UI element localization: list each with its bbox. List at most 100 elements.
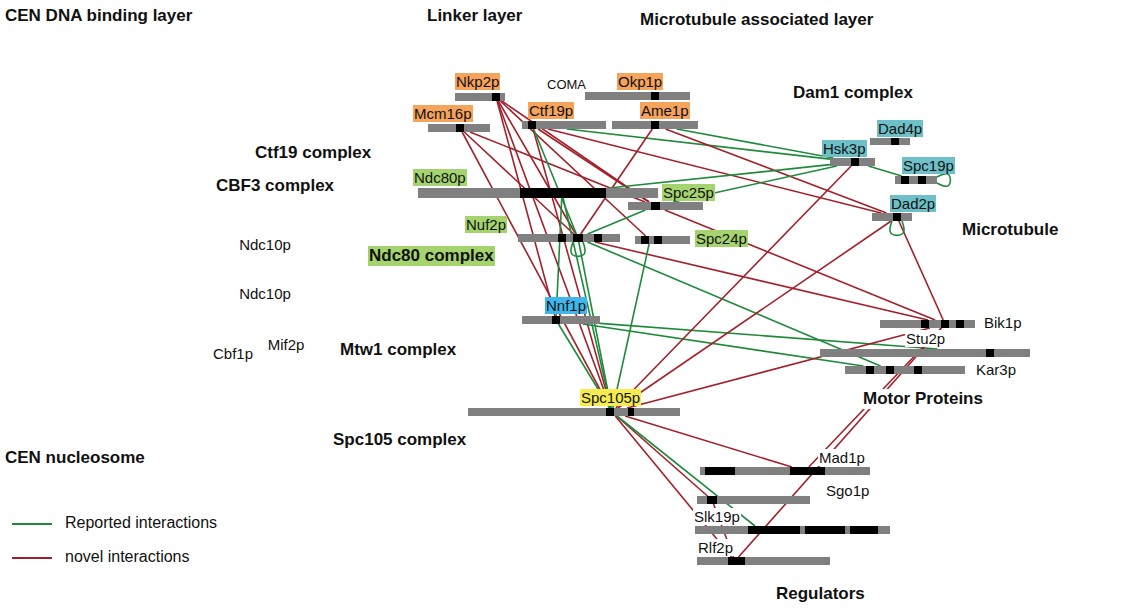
complex-name: Cbf1p (213, 345, 253, 362)
protein-name: Ame1p (640, 102, 690, 119)
layer-heading: Linker layer (427, 6, 522, 26)
tubulin-ball (797, 285, 823, 311)
tubulin-ball (747, 381, 773, 407)
binding-mark (492, 93, 500, 101)
tubulin-ball (797, 357, 823, 383)
protein-name: Sgo1p (825, 482, 870, 499)
tubulin-ball (822, 297, 848, 323)
tubulin-ball (972, 273, 998, 299)
tubulin-ball (747, 309, 773, 335)
tubulin-ball (1022, 273, 1048, 299)
tubulin-ball (847, 213, 873, 239)
tubulin-ball (1022, 249, 1048, 275)
protein-name: Bik1p (983, 314, 1023, 331)
interaction-line (868, 166, 901, 176)
binding-mark (705, 467, 735, 475)
shape-outline (345, 138, 800, 293)
tubulin-ball (747, 357, 773, 383)
binding-mark (552, 316, 560, 324)
protein-bar: Mad1p (700, 467, 870, 475)
interaction-line (464, 132, 573, 234)
interaction-line (615, 416, 731, 557)
tubulin-ball (1097, 309, 1121, 335)
group-ellipse: Bik1pStu2pKar3pMotor Proteins (800, 297, 1062, 385)
protein-box: Mif2p (255, 326, 317, 364)
interaction-line (571, 242, 585, 256)
microtubule-lattice (722, 129, 1121, 407)
tubulin-ball (722, 273, 748, 299)
complex-name: COMA (547, 78, 586, 93)
binding-mark (651, 121, 659, 129)
tubulin-ball (747, 261, 773, 287)
interaction-line (890, 221, 904, 235)
interaction-line (583, 324, 864, 366)
protein-bar: Spc105p (468, 408, 680, 416)
tubulin-ball (897, 261, 923, 287)
complex-ellipse: Spc105pSpc105 complex (320, 388, 700, 432)
tubulin-ball (1097, 261, 1121, 287)
legend-line-swatch (10, 547, 54, 569)
interaction-line (497, 101, 555, 316)
complex-shape: Ndc80pSpc25pNuf2pSpc24pNdc80 complex (345, 138, 800, 293)
tubulin-ball (822, 321, 848, 347)
binding-mark (573, 234, 583, 242)
tubulin-ball (722, 297, 748, 323)
tubulin-ball (722, 321, 748, 347)
tubulin-ball (1072, 201, 1098, 227)
interaction-line (609, 165, 830, 188)
binding-mark (651, 202, 660, 210)
tubulin-ball (1047, 261, 1073, 287)
binding-mark (748, 526, 800, 534)
interaction-line (497, 101, 610, 408)
binding-mark (456, 124, 464, 132)
tubulin-ball (797, 261, 823, 287)
tubulin-ball (872, 273, 898, 299)
tubulin-ball (722, 345, 748, 371)
complex-name: Spc105 complex (333, 430, 466, 450)
interaction-line (618, 221, 891, 408)
legend-entry: novel interactions (10, 547, 270, 569)
interaction-line (534, 129, 577, 234)
tubulin-ball (1072, 177, 1098, 203)
protein-name: Dad2p (890, 195, 936, 212)
interaction-line (677, 129, 834, 158)
complex-name: Mtw1 complex (340, 340, 456, 360)
tubulin-ball (797, 237, 823, 263)
binding-mark (707, 496, 717, 504)
binding-mark (520, 188, 606, 198)
tubulin-ball (1047, 285, 1073, 311)
interaction-line (617, 416, 755, 526)
protein-bar: Ndc80p (418, 188, 658, 198)
tubulin-ball (747, 333, 773, 359)
protein-bar: Kar3p (845, 366, 965, 374)
protein-name: Nuf2p (465, 216, 507, 233)
tubulin-ball (897, 237, 923, 263)
protein-name: Okp1p (617, 73, 663, 90)
tubulin-ball (772, 345, 798, 371)
legend-text: novel interactions (65, 548, 190, 566)
tubulin-ball (847, 309, 873, 335)
protein-name: Kar3p (975, 361, 1017, 378)
tubulin-ball (1022, 153, 1048, 179)
dna-strand (60, 20, 218, 395)
protein-bar: Hsk3p (830, 158, 875, 166)
protein-name: Ctf19p (528, 102, 574, 119)
interaction-line (899, 221, 943, 320)
tubulin-ball (847, 237, 873, 263)
tubulin-ball (722, 249, 748, 275)
subcomplex-ellipse: Ctf19p Okp1pAme1p COMA (506, 64, 742, 148)
binding-mark (606, 408, 614, 416)
interaction-line (665, 210, 935, 320)
interaction-line (581, 129, 653, 234)
binding-mark (921, 320, 929, 328)
tubulin-ball (1047, 141, 1073, 167)
binding-mark (594, 234, 602, 242)
protein-bar: Stu2p (820, 349, 1030, 357)
binding-mark (654, 236, 662, 244)
tubulin-ball (772, 273, 798, 299)
tubulin-ball (822, 249, 848, 275)
binding-mark (956, 320, 964, 328)
interaction-line (579, 242, 611, 408)
tubulin-ball (797, 213, 823, 239)
protein-name: Mcm16p (413, 105, 473, 122)
